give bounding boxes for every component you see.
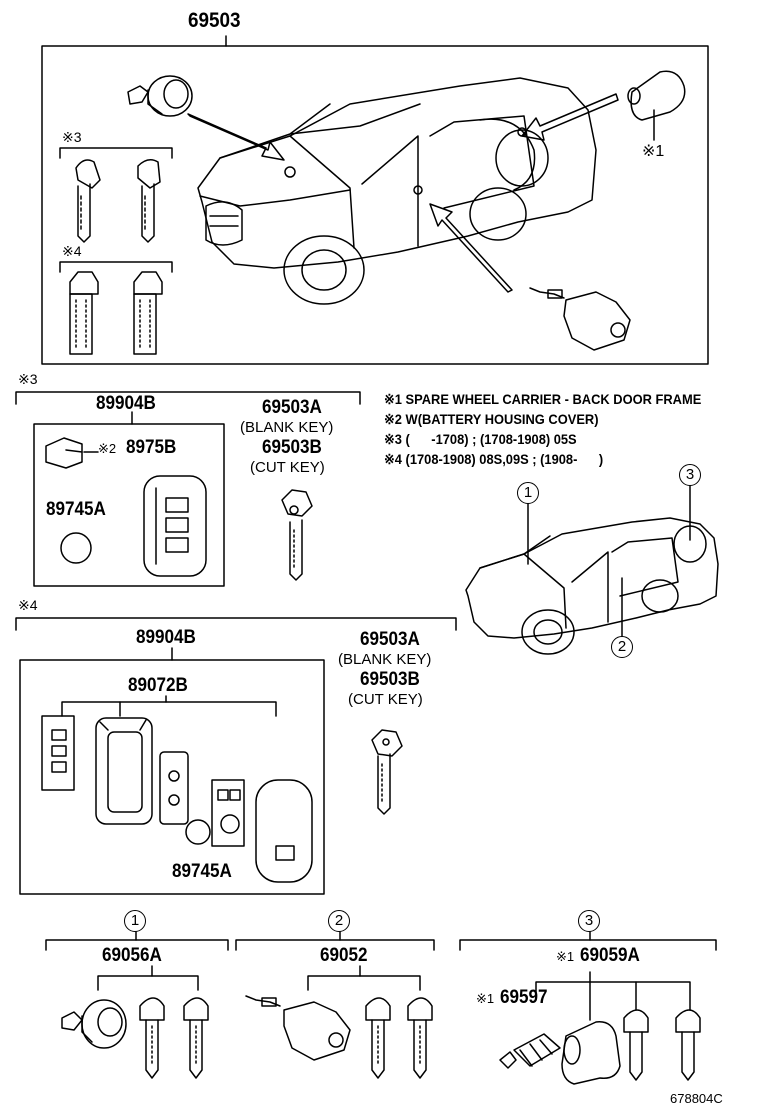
vehicle-illustration — [197, 77, 597, 305]
battery-icon — [185, 819, 211, 845]
part-number-69503B-b: 69503B — [360, 669, 420, 690]
key-icon — [139, 997, 165, 1079]
callout-2: 2 — [611, 636, 633, 658]
top-key-icon — [75, 159, 101, 243]
part-number-89904B-a: 89904B — [96, 393, 156, 414]
part-number-8975B: 8975B — [126, 437, 177, 458]
group-3-bracket — [15, 391, 361, 587]
mark-3-top: ※3 — [62, 129, 82, 145]
battery-cover-icon — [45, 437, 99, 469]
part-number-69503A-b: 69503A — [360, 629, 420, 650]
remote-housing-icon — [255, 779, 313, 883]
door-lock-cylinder-icon — [245, 995, 351, 1061]
blank-cut-key-icon-b — [371, 729, 403, 815]
top-key-icon — [137, 159, 161, 243]
group-2-number: 2 — [328, 910, 350, 932]
blank-key-label-b: (BLANK KEY) — [338, 651, 432, 668]
mark-1-group-3: ※1 — [556, 949, 575, 964]
door-lock-cylinder-icon — [529, 287, 631, 351]
group-4-bracket — [15, 617, 457, 895]
part-number-69597: 69597 — [500, 987, 548, 1008]
bottom-group-1-bracket — [45, 931, 229, 991]
top-smart-key-icon — [133, 271, 163, 355]
part-number-69059A: 69059A — [580, 945, 640, 966]
callout-3: 3 — [679, 464, 701, 486]
key-icon — [675, 1009, 701, 1081]
ignition-cylinder-icon — [61, 999, 127, 1049]
part-number-89745A-a: 89745A — [46, 499, 106, 520]
vehicle-small-illustration — [465, 483, 719, 655]
key-icon — [365, 997, 391, 1079]
part-number-69503B-a: 69503B — [262, 437, 322, 458]
spare-lock-cylinder-icon — [561, 1021, 621, 1085]
note-4: ※4 (1708-1908) 08S,09S ; (1908- ) — [384, 451, 604, 467]
bottom-group-2-bracket — [235, 931, 435, 991]
part-number-69503A-a: 69503A — [262, 397, 322, 418]
arrow-to-ignition — [187, 113, 285, 161]
top-key-bracket-3 — [59, 147, 173, 159]
top-smart-key-icon — [69, 271, 99, 355]
part-number-89072B: 89072B — [128, 675, 188, 696]
key-icon — [183, 997, 209, 1079]
remote-case-frame-icon — [95, 717, 153, 825]
figure-code: 678804C — [670, 1091, 723, 1106]
mark-4-group: ※4 — [18, 597, 38, 613]
note-3: ※3 ( -1708) ; (1708-1908) 05S — [384, 431, 577, 447]
part-number-69503: 69503 — [188, 9, 241, 32]
spare-lock-pin-icon — [499, 1033, 561, 1069]
smart-key-remote-icon — [143, 475, 207, 577]
button-pad-icon — [211, 779, 245, 847]
part-number-69052: 69052 — [320, 945, 368, 966]
part-number-69056A: 69056A — [102, 945, 162, 966]
arrow-to-spare-wheel — [521, 93, 619, 141]
mark-1-top: ※1 — [642, 143, 665, 160]
circuit-board-icon — [159, 751, 189, 825]
blank-key-label-a: (BLANK KEY) — [240, 419, 334, 436]
group-1-number: 1 — [124, 910, 146, 932]
key-icon — [407, 997, 433, 1079]
key-icon — [623, 1009, 649, 1081]
mark-1-pin: ※1 — [476, 991, 495, 1006]
key-insert-icon — [41, 715, 75, 791]
cut-key-label-a: (CUT KEY) — [250, 459, 325, 476]
part-number-89745A-b: 89745A — [172, 861, 232, 882]
group-3-number: 3 — [578, 910, 600, 932]
top-assembly-frame — [41, 35, 709, 365]
mark-4-top: ※4 — [62, 243, 82, 259]
callout-1: 1 — [517, 482, 539, 504]
blank-cut-key-icon-a — [281, 489, 313, 581]
mark-2-small: ※2 — [98, 441, 117, 456]
note-1: ※1 SPARE WHEEL CARRIER - BACK DOOR FRAME — [384, 391, 702, 407]
spare-wheel-cylinder-icon — [627, 70, 686, 141]
note-2: ※2 W(BATTERY HOUSING COVER) — [384, 411, 599, 427]
top-key-bracket-4 — [59, 261, 173, 273]
ignition-cylinder-icon — [127, 75, 193, 117]
arrow-to-door — [429, 203, 513, 293]
mark-3-group: ※3 — [18, 371, 38, 387]
battery-icon — [60, 532, 92, 564]
cut-key-label-b: (CUT KEY) — [348, 691, 423, 708]
part-number-89904B-b: 89904B — [136, 627, 196, 648]
bottom-group-3-bracket — [459, 931, 717, 1021]
